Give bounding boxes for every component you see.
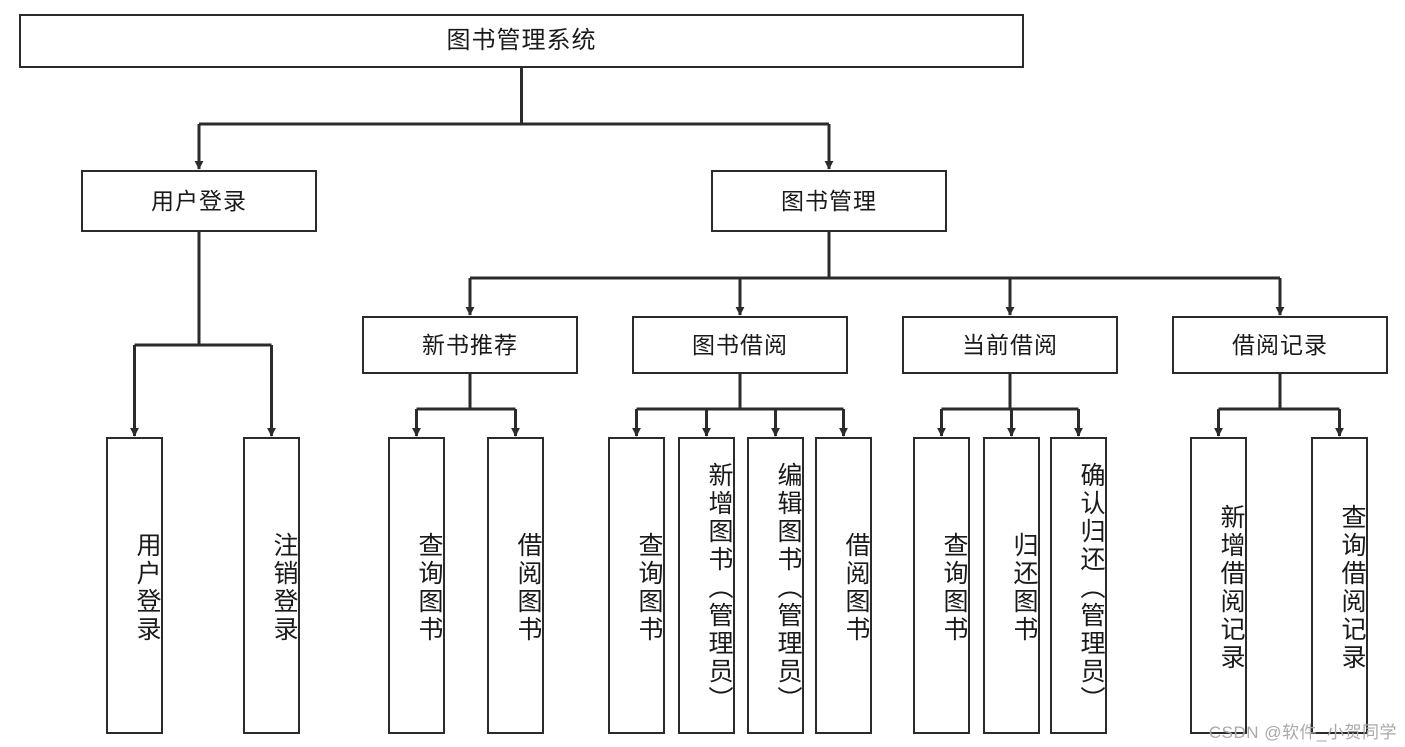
node-label: 注销登录 bbox=[270, 531, 298, 644]
node-user-login: 用户登录 bbox=[81, 170, 317, 232]
node-label: 图书管理 bbox=[781, 187, 877, 214]
node-leaf-logout: 注销登录 bbox=[243, 437, 300, 734]
node-book-manage: 图书管理 bbox=[711, 170, 947, 232]
node-leaf-edit-book: 编辑图书（管理员） bbox=[747, 437, 804, 734]
node-book-borrow: 图书借阅 bbox=[632, 316, 848, 374]
node-borrow-record: 借阅记录 bbox=[1172, 316, 1388, 374]
node-label: 用户登录 bbox=[151, 187, 247, 214]
node-label: 查询图书 bbox=[940, 531, 968, 644]
node-leaf-borrow-book-1: 借阅图书 bbox=[487, 437, 544, 734]
node-label: 用户登录 bbox=[133, 531, 161, 644]
node-leaf-query-book-1: 查询图书 bbox=[388, 437, 445, 734]
node-leaf-add-record: 新增借阅记录 bbox=[1190, 437, 1247, 734]
node-leaf-query-book-2: 查询图书 bbox=[608, 437, 665, 734]
node-current-borrow: 当前借阅 bbox=[902, 316, 1118, 374]
node-label: 图书管理系统 bbox=[446, 27, 597, 54]
node-label: 新增借阅记录 bbox=[1217, 503, 1245, 672]
node-label: 新增图书（管理员） bbox=[705, 461, 733, 714]
node-leaf-confirm-return: 确认归还（管理员） bbox=[1050, 437, 1107, 734]
node-label: 归还图书 bbox=[1010, 531, 1038, 644]
node-root: 图书管理系统 bbox=[19, 14, 1024, 68]
node-leaf-user-login: 用户登录 bbox=[106, 437, 163, 734]
node-label: 当前借阅 bbox=[962, 331, 1058, 358]
node-label: 借阅记录 bbox=[1232, 331, 1328, 358]
node-label: 查询图书 bbox=[635, 531, 663, 644]
node-new-book-rec: 新书推荐 bbox=[362, 316, 578, 374]
node-leaf-borrow-book-2: 借阅图书 bbox=[815, 437, 872, 734]
node-label: 查询图书 bbox=[415, 531, 443, 644]
node-label: 查询借阅记录 bbox=[1338, 503, 1366, 672]
node-leaf-return-book: 归还图书 bbox=[983, 437, 1040, 734]
node-label: 新书推荐 bbox=[422, 331, 518, 358]
node-leaf-query-book-3: 查询图书 bbox=[913, 437, 970, 734]
node-label: 借阅图书 bbox=[514, 531, 542, 644]
csdn-watermark: CSDN @软件_小贺同学 bbox=[1208, 723, 1397, 742]
node-label: 确认归还（管理员） bbox=[1077, 461, 1105, 714]
node-label: 编辑图书（管理员） bbox=[774, 461, 802, 714]
node-label: 图书借阅 bbox=[692, 331, 788, 358]
node-leaf-query-record: 查询借阅记录 bbox=[1311, 437, 1368, 734]
node-leaf-add-book: 新增图书（管理员） bbox=[678, 437, 735, 734]
node-label: 借阅图书 bbox=[842, 531, 870, 644]
